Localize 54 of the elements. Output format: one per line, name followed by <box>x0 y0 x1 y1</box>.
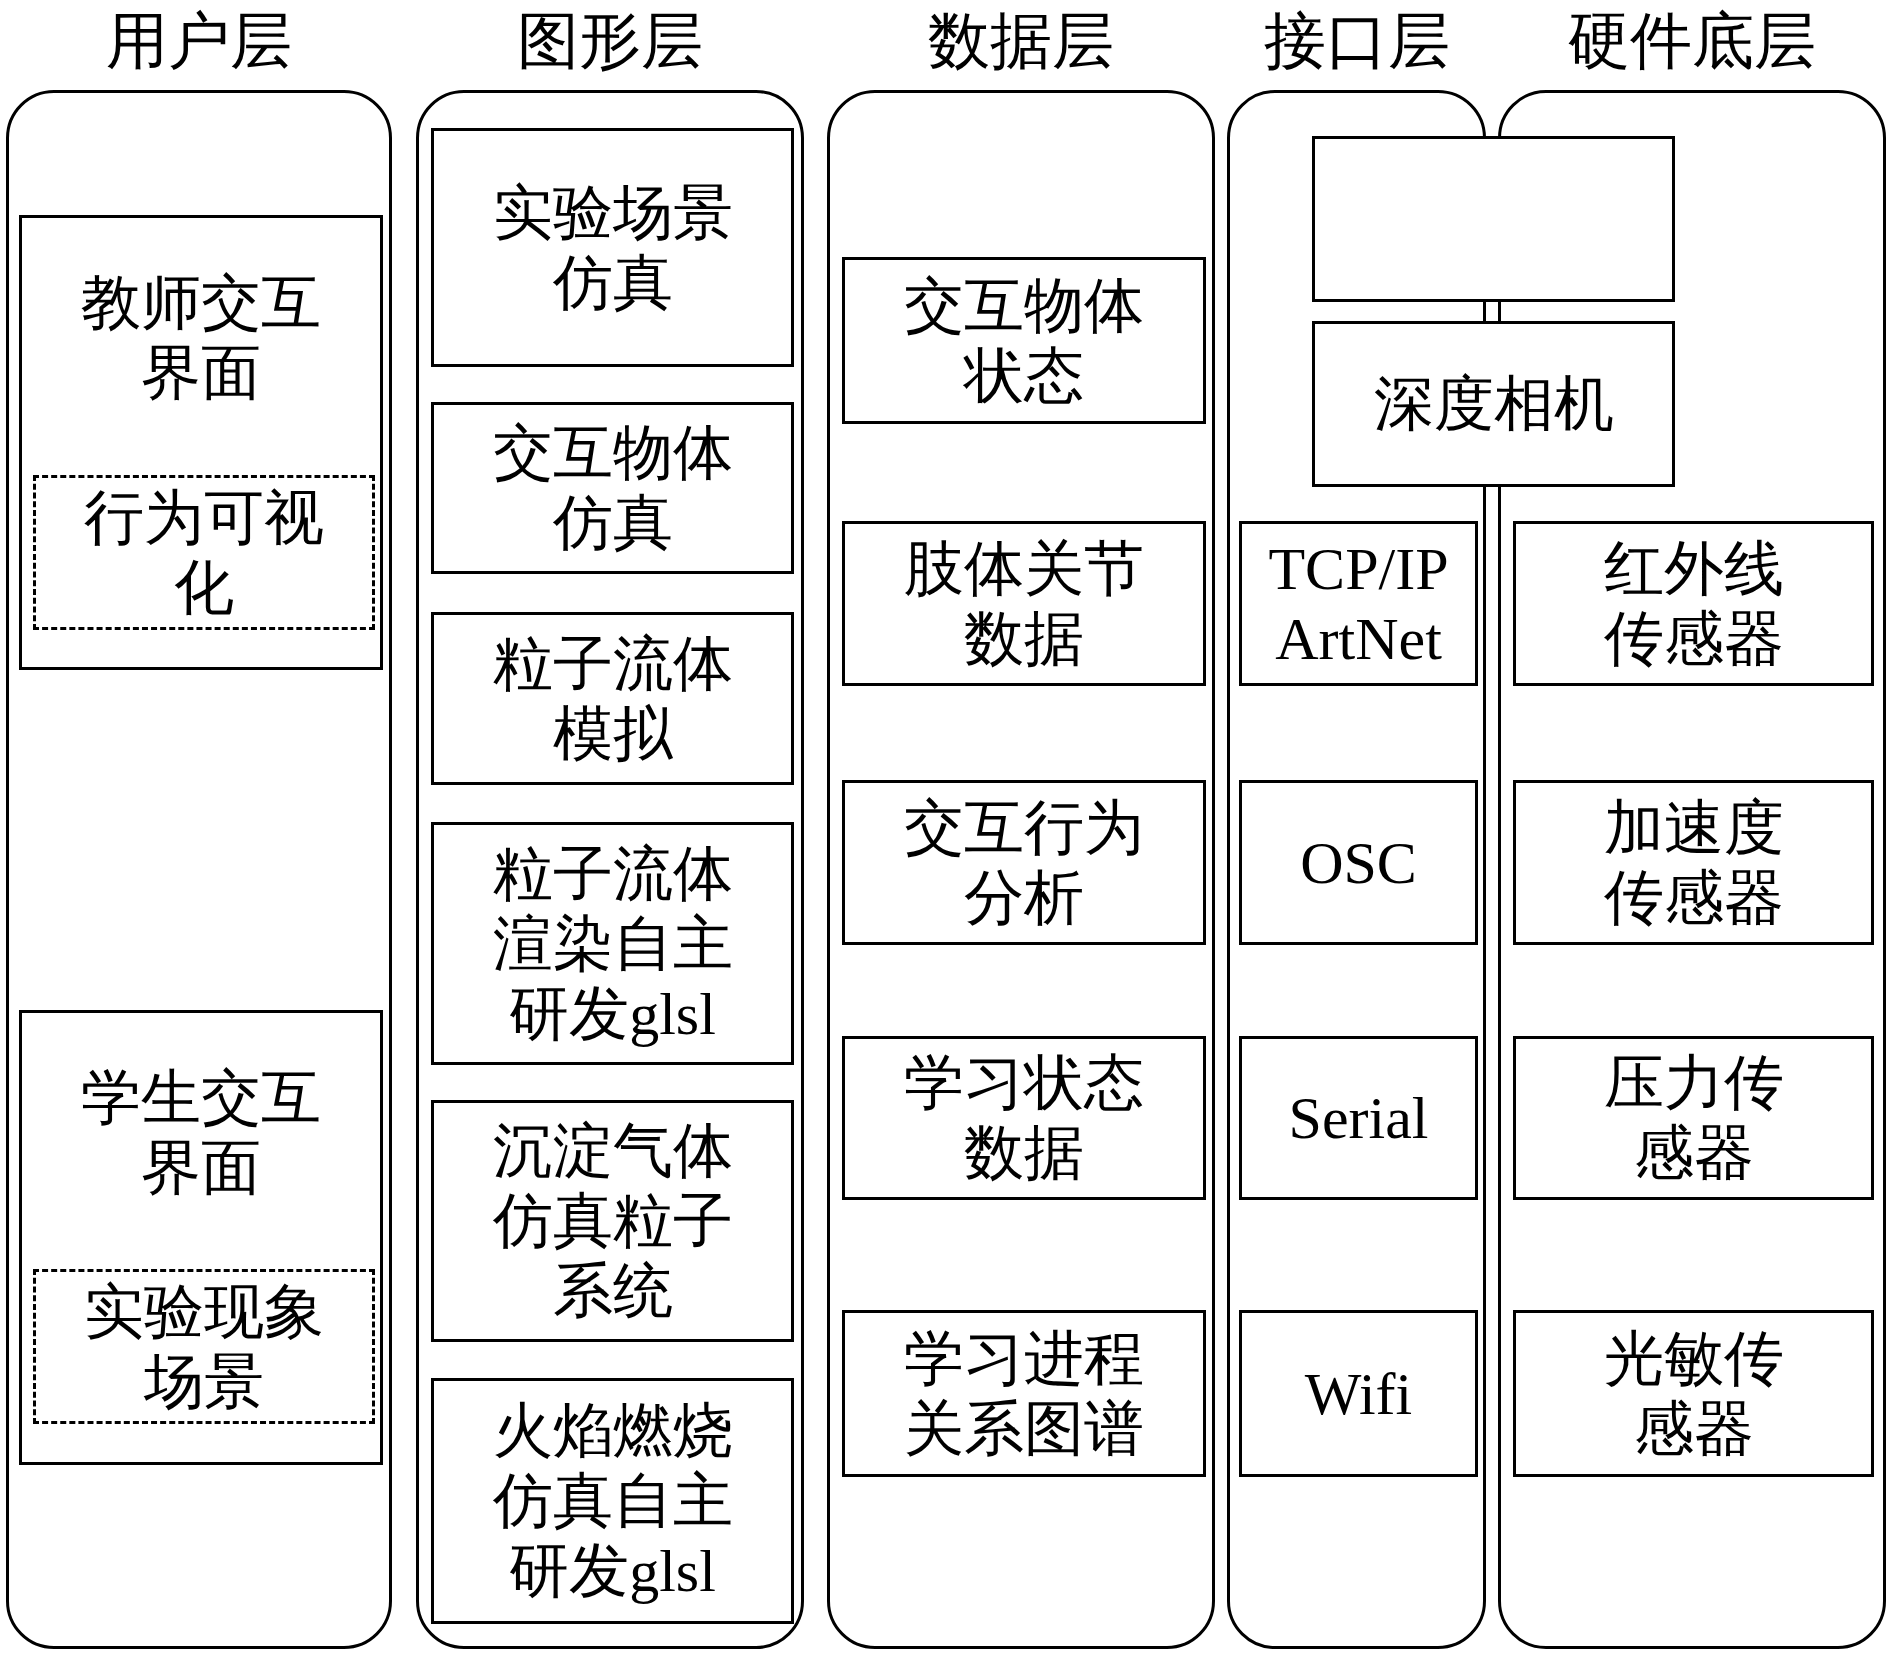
box-label: 红外线传感器 <box>1602 534 1785 674</box>
box-label: 实验现象场景 <box>83 1277 325 1417</box>
module-box <box>431 128 794 367</box>
module-box <box>431 612 794 785</box>
box-label: 交互物体仿真 <box>491 419 734 558</box>
module-box <box>431 1378 794 1624</box>
module-box <box>1513 1036 1874 1200</box>
layer-heading: 用户层 <box>105 6 293 77</box>
box-label: 粒子流体模拟 <box>491 629 734 769</box>
box-label: Serial <box>1288 1084 1429 1153</box>
module-box <box>431 822 794 1065</box>
layer-heading: 接口层 <box>1262 6 1451 77</box>
module-box <box>1513 521 1874 686</box>
layer-heading: 数据层 <box>927 6 1115 77</box>
box-label: 交互行为分析 <box>903 793 1145 933</box>
box-label: 实验场景仿真 <box>491 178 734 318</box>
box-label: TCP/IP ArtNet <box>1267 534 1450 674</box>
dashed-box <box>33 475 375 630</box>
module-box <box>1239 1036 1478 1200</box>
box-label: 肢体关节数据 <box>903 534 1145 674</box>
box-label: 学生交互界面 <box>80 1064 322 1203</box>
module-box <box>1239 1310 1478 1477</box>
module-box <box>1312 321 1675 487</box>
box-label: 沉淀气体仿真粒子系统 <box>491 1117 734 1326</box>
module-box <box>19 1010 383 1465</box>
module-box <box>842 521 1206 686</box>
module-box <box>1513 780 1874 945</box>
box-label: 光敏传感器 <box>1602 1324 1785 1464</box>
layer-heading: 图形层 <box>516 6 704 77</box>
module-box <box>431 1100 794 1342</box>
box-label: 学习进程关系图谱 <box>903 1324 1145 1464</box>
box-label: 学习状态数据 <box>903 1049 1145 1188</box>
box-label: 行为可视化 <box>83 483 325 623</box>
box-label: 压力传感器 <box>1602 1049 1785 1188</box>
box-label: 深度相机 <box>1373 370 1614 439</box>
module-box <box>1239 780 1478 945</box>
module-box <box>431 402 794 574</box>
box-label: 加速度传感器 <box>1602 793 1785 933</box>
box-label: 交互物体状态 <box>903 271 1145 411</box>
module-box <box>842 780 1206 945</box>
module-box <box>1513 1310 1874 1477</box>
box-label: 教师交互界面 <box>80 269 322 408</box>
module-box <box>19 215 383 670</box>
module-box <box>1312 136 1675 302</box>
layer-heading: 硬件底层 <box>1567 6 1817 77</box>
box-label: 粒子流体渲染自主研发glsl <box>491 839 734 1049</box>
box-label: Wifi <box>1304 1359 1413 1429</box>
box-label: OSC <box>1300 828 1417 898</box>
module-box <box>842 1310 1206 1477</box>
module-box <box>842 1036 1206 1200</box>
module-box <box>1239 521 1478 686</box>
module-box <box>842 257 1206 424</box>
dashed-box <box>33 1269 375 1424</box>
box-label: 火焰燃烧仿真自主研发glsl <box>491 1397 734 1606</box>
